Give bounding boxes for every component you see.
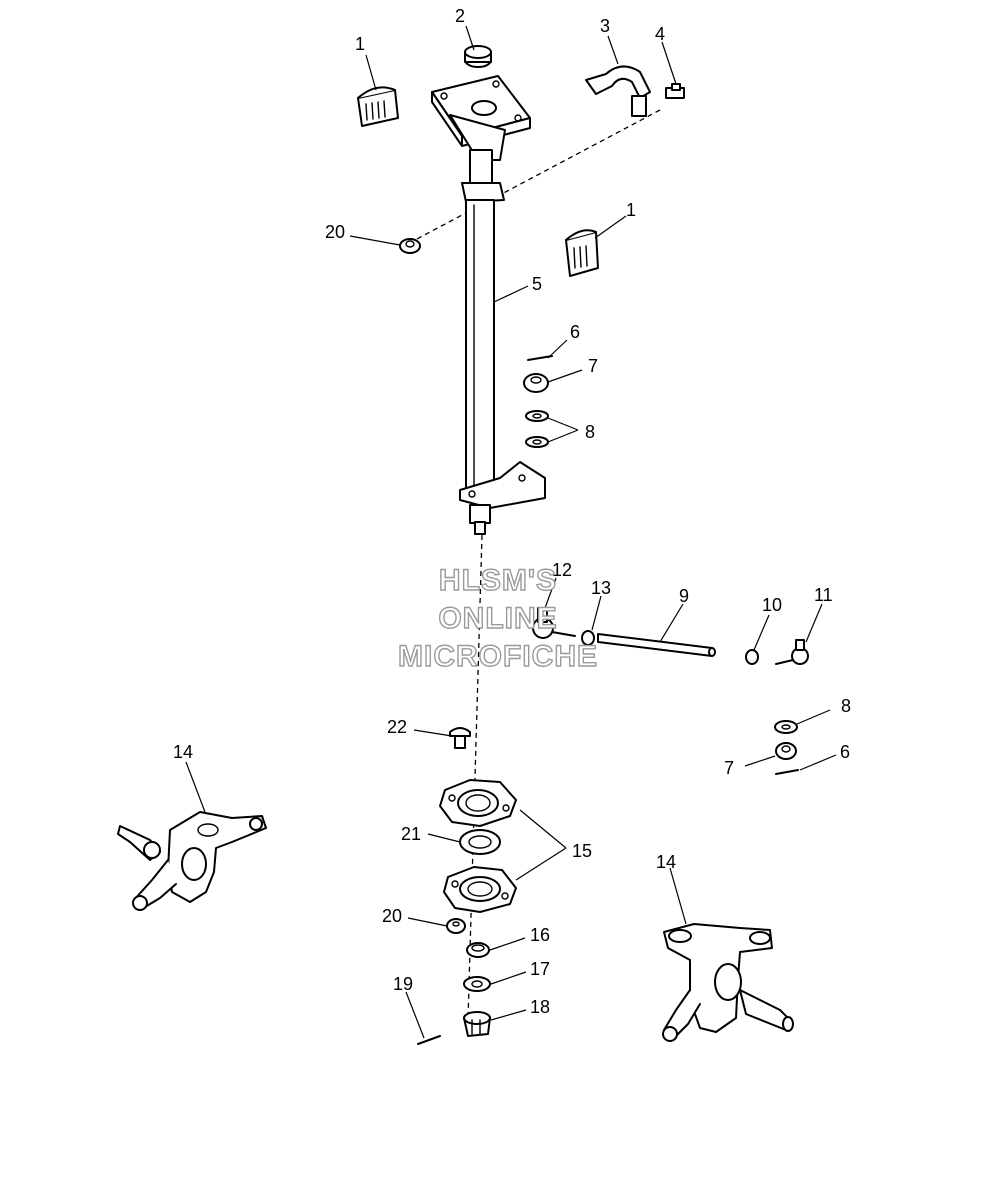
- callout-20-upper: 20: [325, 222, 345, 242]
- part-22-bolt: [449, 727, 471, 749]
- callout-5: 5: [532, 274, 542, 294]
- axis-bracket-to-nut: [414, 109, 661, 241]
- callout-6-right: 6: [840, 742, 850, 762]
- part-11-tie-rod-end: [775, 639, 809, 665]
- part-1-bushing-lower: [565, 229, 599, 277]
- callout-22: 22: [387, 717, 407, 737]
- part-7-castle-nut-upper: [523, 373, 549, 393]
- part-15-bearing-flange-lower: [443, 866, 517, 913]
- callout-18: 18: [530, 997, 550, 1017]
- part-4-bolt: [665, 83, 685, 99]
- callout-17: 17: [530, 959, 550, 979]
- callout-labels: 1 2 3 4 20 1 5 6 7 8 12 13 9 10 11 8 7 6…: [173, 6, 851, 1017]
- callout-20-lower: 20: [382, 906, 402, 926]
- callout-8-upper: 8: [585, 422, 595, 442]
- callout-7-right: 7: [724, 758, 734, 778]
- callout-13: 13: [591, 578, 611, 598]
- part-8-washers-upper: [525, 410, 549, 448]
- part-20-nut-upper: [399, 238, 421, 254]
- callout-14-left: 14: [173, 742, 193, 762]
- part-14-knuckle-right: [662, 923, 794, 1042]
- callout-1-upper: 1: [355, 34, 365, 54]
- part-15-bearing-flange-upper: [439, 779, 517, 827]
- callout-16: 16: [530, 925, 550, 945]
- callout-15: 15: [572, 841, 592, 861]
- part-6-cotter-pin-right: [775, 769, 799, 775]
- part-10-nut: [745, 649, 759, 665]
- part-17-washer: [463, 976, 491, 992]
- part-21-bearing: [459, 829, 501, 855]
- watermark-line-3: MICROFICHE: [398, 640, 598, 673]
- callout-2: 2: [455, 6, 465, 26]
- part-16-seal: [466, 942, 490, 958]
- callout-4: 4: [655, 24, 665, 44]
- callout-21: 21: [401, 824, 421, 844]
- callout-12: 12: [552, 560, 572, 580]
- part-6-cotter-pin-upper: [527, 355, 553, 361]
- part-7-castle-nut-right: [775, 742, 797, 760]
- callout-10: 10: [762, 595, 782, 615]
- part-2-cap-nut: [464, 45, 492, 68]
- part-18-castle-nut: [463, 1011, 491, 1037]
- callout-19: 19: [393, 974, 413, 994]
- part-5-steering-post: [431, 75, 546, 535]
- callout-6-upper: 6: [570, 322, 580, 342]
- part-14-knuckle-left: [117, 811, 267, 911]
- watermark-line-2: ONLINE: [438, 602, 557, 635]
- callout-11: 11: [814, 585, 833, 605]
- watermark: HLSM'S ONLINE MICROFICHE: [397, 563, 598, 673]
- callout-3: 3: [600, 16, 610, 36]
- part-1-bushing-upper: [357, 86, 399, 127]
- part-8-washer-right: [774, 720, 798, 734]
- leader-lines: [185, 25, 837, 1039]
- part-13-jam-nut: [581, 630, 595, 646]
- part-12-tie-rod-end: [532, 607, 576, 639]
- part-20-nut-lower: [446, 918, 466, 934]
- callout-7-upper: 7: [588, 356, 598, 376]
- watermark-line-1: HLSM'S: [439, 564, 557, 597]
- part-9-tie-rod: [597, 633, 716, 657]
- callout-9: 9: [679, 586, 689, 606]
- callout-1-lower: 1: [626, 200, 636, 220]
- part-3-clamp-bracket: [585, 65, 651, 117]
- callout-8-right: 8: [841, 696, 851, 716]
- callout-14-right: 14: [656, 852, 676, 872]
- part-19-cotter-pin: [417, 1035, 441, 1045]
